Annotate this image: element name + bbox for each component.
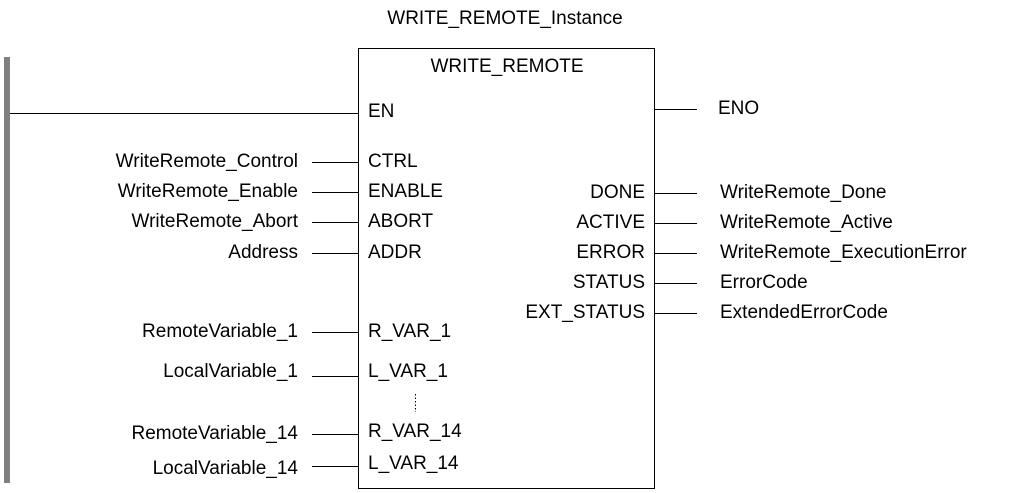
- block-type-title: WRITE_REMOTE: [430, 56, 584, 77]
- input-pin-ctrl: CTRL: [368, 151, 418, 172]
- function-block-box: [358, 48, 655, 489]
- output-pin-done: DONE: [590, 182, 645, 203]
- output-pin-ext-status: EXT_STATUS: [525, 302, 645, 323]
- pin-eno: ENO: [718, 98, 760, 119]
- input-variable-l-var-1: LocalVariable_1: [163, 361, 298, 382]
- pin-en: EN: [368, 101, 395, 122]
- input-pin-enable: ENABLE: [368, 181, 443, 202]
- output-variable-done: WriteRemote_Done: [720, 182, 887, 203]
- output-variable-error: WriteRemote_ExecutionError: [720, 242, 967, 263]
- output-variable-status: ErrorCode: [720, 272, 808, 293]
- instance-name: WRITE_REMOTE_Instance: [387, 8, 623, 29]
- input-variable-enable: WriteRemote_Enable: [117, 181, 298, 202]
- input-variable-l-var-14: LocalVariable_14: [152, 458, 298, 479]
- output-variable-active: WriteRemote_Active: [720, 212, 893, 233]
- output-pin-status: STATUS: [572, 272, 645, 293]
- input-variable-r-var-14: RemoteVariable_14: [131, 423, 298, 444]
- input-variable-abort: WriteRemote_Abort: [131, 211, 299, 232]
- output-pin-active: ACTIVE: [576, 212, 645, 233]
- input-pin-abort: ABORT: [368, 211, 434, 232]
- power-rail: [4, 57, 10, 483]
- input-variable-ctrl: WriteRemote_Control: [115, 151, 298, 172]
- output-pin-error: ERROR: [576, 242, 645, 263]
- output-variable-ext-status: ExtendedErrorCode: [720, 302, 888, 323]
- input-pin-l-var-14: L_VAR_14: [368, 453, 459, 474]
- input-pin-r-var-14: R_VAR_14: [368, 421, 462, 442]
- input-variable-addr: Address: [228, 242, 298, 263]
- input-pin-addr: ADDR: [368, 242, 422, 263]
- input-pin-l-var-1: L_VAR_1: [368, 361, 448, 382]
- input-variable-r-var-1: RemoteVariable_1: [142, 321, 298, 342]
- input-pin-r-var-1: R_VAR_1: [368, 321, 452, 342]
